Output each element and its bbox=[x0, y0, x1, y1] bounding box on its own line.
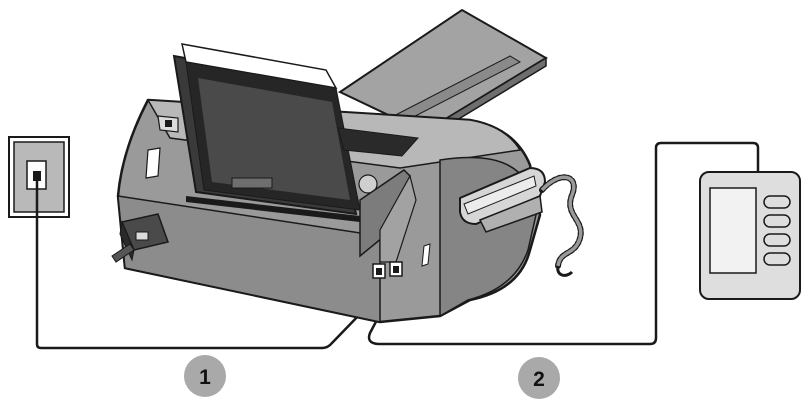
phone-line-1 bbox=[35, 178, 391, 350]
callout-2-label: 2 bbox=[533, 368, 545, 391]
callout-1: 1 bbox=[184, 355, 226, 397]
phone-line-2 bbox=[367, 141, 760, 346]
fax-machine-icon bbox=[116, 8, 548, 324]
line-jacks bbox=[372, 261, 403, 279]
power-adapter-icon bbox=[111, 213, 169, 263]
callout-1-label: 1 bbox=[199, 366, 211, 389]
wall-jack-icon bbox=[8, 136, 70, 218]
answering-machine-icon bbox=[699, 171, 801, 300]
callout-2: 2 bbox=[518, 357, 560, 399]
handset-icon bbox=[459, 166, 584, 277]
